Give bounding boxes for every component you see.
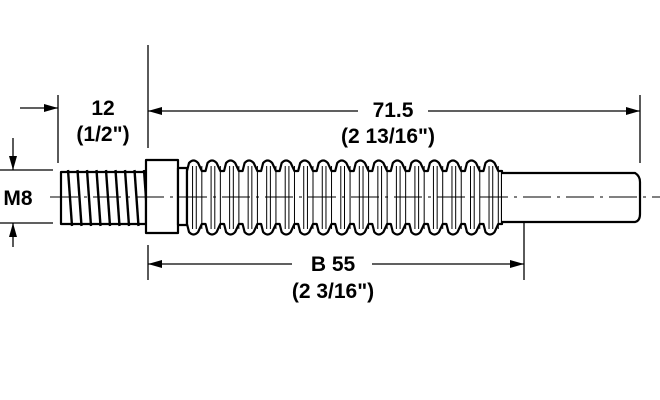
thread-lines (66, 169, 150, 227)
dimension-71-5: 71.5 (2 13/16") (148, 99, 640, 148)
thread-line (104, 169, 112, 227)
thread-line (85, 169, 93, 227)
dimension-m8: M8 (3, 138, 33, 247)
dimension-12: 12 (1/2") (20, 97, 130, 146)
thread-length-value: 12 (91, 97, 114, 120)
thread-line (114, 169, 121, 227)
dowel-screw (50, 158, 660, 236)
thread-line (95, 169, 102, 227)
dimension-b55: B 55 (2 3/16") (148, 253, 524, 303)
body-length-imperial: (2 3/16") (292, 280, 374, 303)
thread-line (123, 169, 131, 227)
overall-length-value: 71.5 (373, 99, 414, 122)
thread-line (133, 169, 140, 227)
thread-length-imperial: (1/2") (76, 123, 129, 146)
overall-length-imperial: (2 13/16") (341, 125, 435, 148)
thread-line (76, 169, 83, 227)
thread-line (66, 169, 74, 227)
threaded-end (59, 170, 148, 226)
thread-size-label: M8 (3, 187, 32, 210)
body-length-value: B 55 (311, 253, 356, 276)
